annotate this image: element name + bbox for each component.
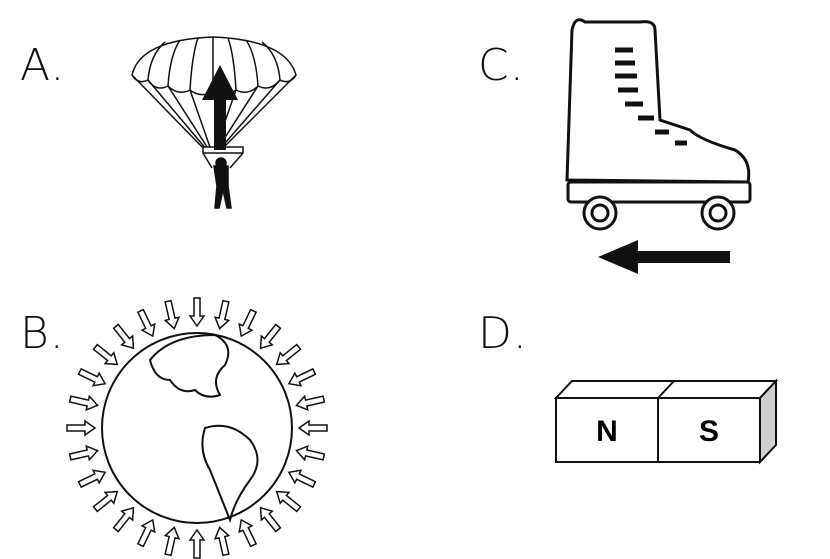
force-arrow (188, 528, 206, 559)
force-arrow (259, 323, 282, 350)
force-arrow (66, 419, 97, 437)
force-arrow (92, 343, 119, 366)
bar-magnet (553, 378, 779, 465)
label-a: A. (20, 40, 66, 91)
force-arrow (213, 299, 231, 330)
force-arrow (68, 444, 99, 462)
force-arrow (77, 469, 107, 489)
force-arrow (295, 444, 326, 462)
magnet-north-label: N (596, 415, 618, 448)
force-arrow (136, 518, 156, 548)
force-arrow (213, 526, 231, 557)
force-arrow (112, 323, 135, 350)
force-arrow (188, 297, 206, 328)
force-arrow (238, 518, 258, 548)
force-arrow (112, 506, 135, 533)
force-arrow (287, 469, 317, 489)
force-arrow (295, 394, 326, 412)
inward-force-arrows (66, 297, 328, 559)
label-d: D. (478, 308, 528, 359)
force-arrow (275, 343, 302, 366)
force-arrow (163, 299, 181, 330)
earth-illustration (101, 332, 293, 524)
label-b: B. (20, 308, 65, 359)
force-arrow (77, 367, 107, 387)
force-arrow (297, 419, 328, 437)
force-arrow (136, 308, 156, 338)
left-arrow (598, 240, 730, 274)
magnet-south-label: S (699, 415, 719, 448)
force-arrow (68, 394, 99, 412)
force-arrow (259, 506, 282, 533)
parachute-illustration (131, 36, 297, 209)
force-arrow (275, 490, 302, 513)
force-arrow (163, 526, 181, 557)
label-c: C. (478, 40, 525, 91)
force-arrow (287, 367, 317, 387)
roller-skate-illustration (565, 18, 752, 231)
force-arrow (92, 490, 119, 513)
force-arrow (238, 308, 258, 338)
